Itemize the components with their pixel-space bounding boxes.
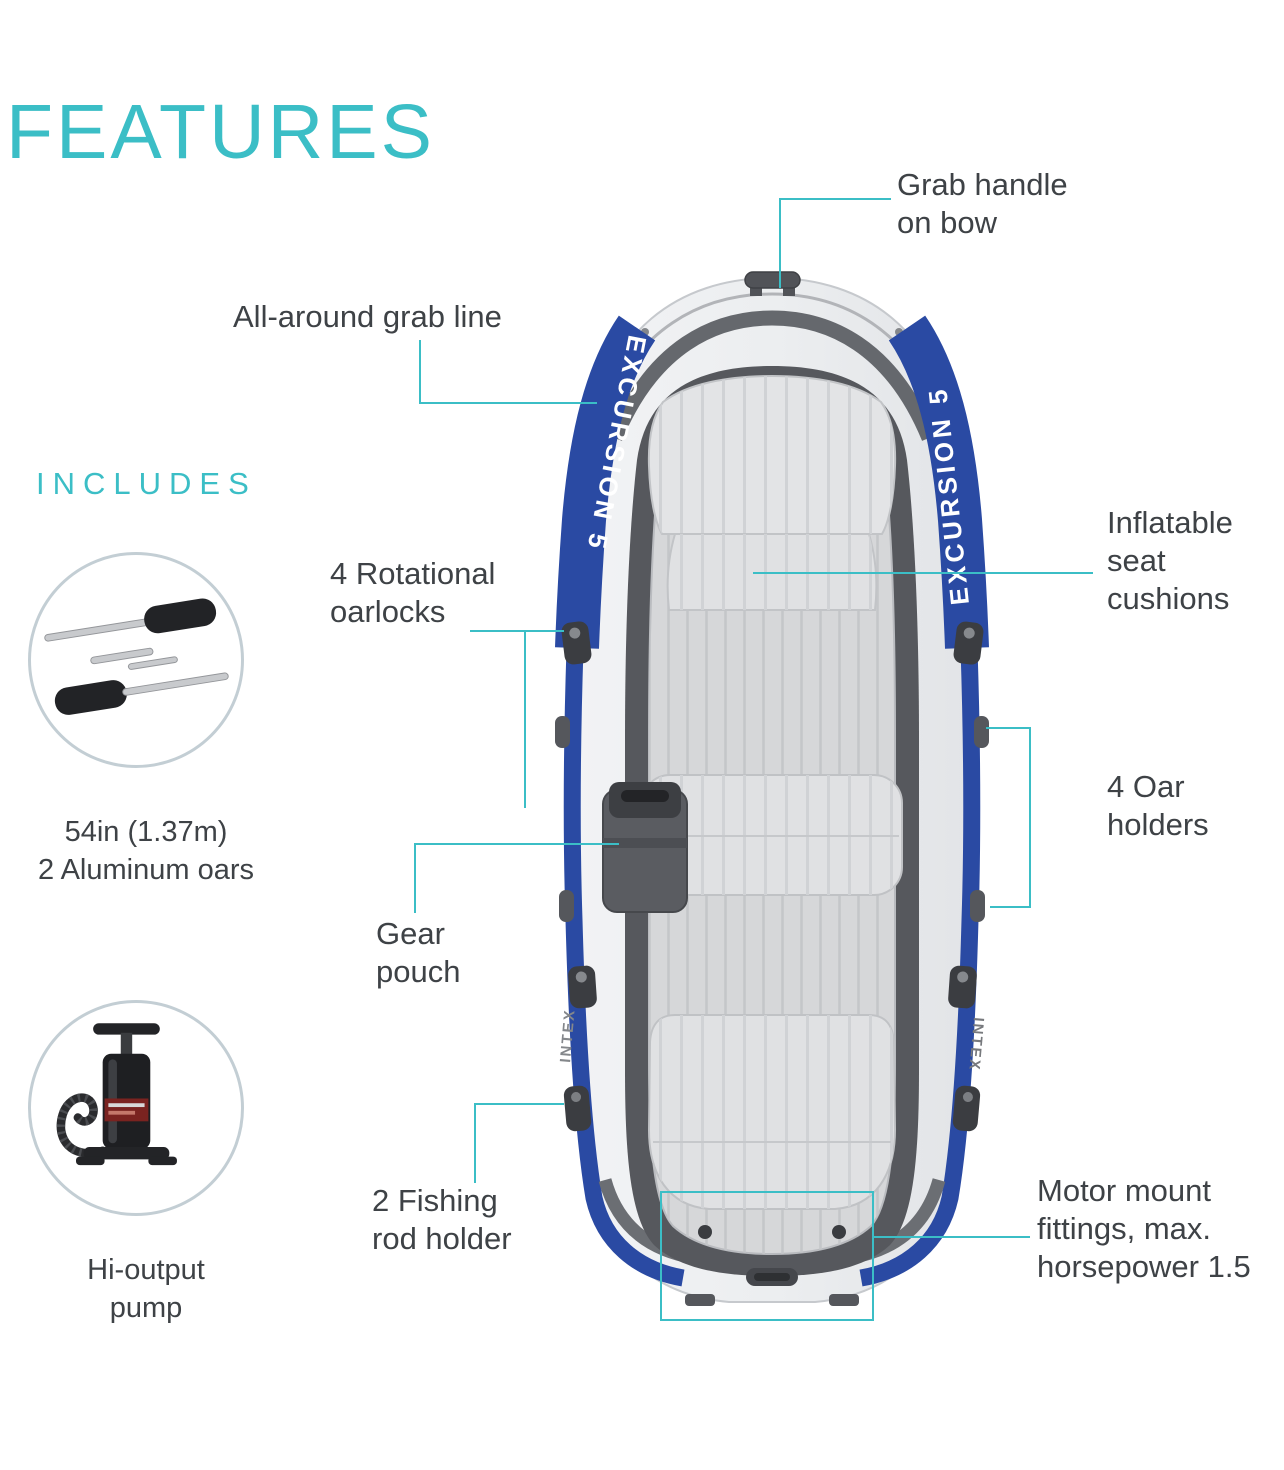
bow-accent-band — [608, 310, 936, 441]
callout-seat-cushions: Inflatable seat cushions — [1107, 505, 1233, 617]
bow-grab-handle — [744, 271, 801, 296]
blue-panel-left — [555, 315, 656, 649]
connector-gear-pouch-h — [414, 843, 619, 845]
stern-fitting-left — [698, 1225, 712, 1239]
connector-gear-pouch-v — [414, 843, 416, 913]
connector-fishing-rod-v — [474, 1103, 476, 1183]
oar-holder-right-1 — [974, 716, 989, 748]
connector-fishing-rod-h — [474, 1103, 564, 1105]
oarlock-front-right — [953, 621, 984, 665]
intex-logo-left: INTEX — [557, 1008, 579, 1063]
gear-pouch — [602, 782, 688, 913]
connector-seat-cushions — [753, 572, 1093, 574]
connector-oarlocks-h — [470, 630, 564, 632]
blue-panel-right — [888, 315, 989, 649]
connector-grab-handle-v — [779, 198, 781, 288]
oars-caption: 54in (1.37m) 2 Aluminum oars — [38, 816, 254, 886]
connector-motor-mount — [872, 1236, 1030, 1238]
oarlock-rear-left — [568, 965, 597, 1009]
stern-seat-cushion-ribs — [649, 1015, 895, 1209]
bow-seat-cushion-ribs — [648, 376, 896, 534]
oar-holder-right-2 — [970, 890, 985, 922]
oar-holder-left-1 — [555, 716, 570, 748]
oars-icon — [44, 598, 229, 715]
callout-grab-line: All-around grab line — [233, 299, 502, 334]
callout-grab-handle: Grab handle on bow — [897, 167, 1068, 241]
fishing-rod-holder-left — [563, 1085, 592, 1132]
oarlock-rear-right — [948, 965, 977, 1009]
callout-gear-pouch: Gear pouch — [376, 916, 461, 990]
pump-icon — [56, 1023, 177, 1166]
stern-fitting-right — [832, 1225, 846, 1239]
connector-grab-line-v — [419, 340, 421, 404]
connector-grab-handle-h — [779, 198, 891, 200]
motor-mount-highlight-box — [660, 1191, 874, 1321]
motor-mount-fitting-left — [685, 1294, 715, 1306]
blue-stripe-left — [563, 647, 685, 1287]
oar-holder-left-2 — [559, 890, 574, 922]
connector-oarlocks-v — [524, 630, 526, 808]
motor-mount-fitting-right — [829, 1294, 859, 1306]
fishing-rod-holder-right — [952, 1085, 981, 1132]
blue-stripe-right — [859, 647, 981, 1287]
pump-caption: Hi-output pump — [87, 1254, 205, 1324]
callout-fishing-rod: 2 Fishing rod holder — [372, 1183, 512, 1257]
callout-oarlocks: 4 Rotational oarlocks — [330, 556, 496, 630]
stern-handle — [746, 1268, 798, 1286]
pump-badge — [28, 1000, 244, 1216]
callout-oar-holders: 4 Oar holders — [1107, 769, 1209, 843]
page-title: FEATURES — [6, 89, 436, 175]
connector-oar-holders-v — [1029, 727, 1031, 908]
intex-logo-right: INTEX — [965, 1017, 987, 1072]
callout-motor-mount: Motor mount fittings, max. horsepower 1.… — [1037, 1173, 1251, 1285]
boat-illustration: EXCURSION 5 EXCURSION 5 — [555, 271, 989, 1306]
connector-oar-holders-top — [986, 727, 1031, 729]
oarlock-front-left — [561, 621, 592, 665]
connector-grab-line-h — [419, 402, 597, 404]
connector-oar-holders-bottom — [990, 906, 1031, 908]
includes-heading: INCLUDES — [36, 466, 257, 501]
oars-badge — [28, 552, 244, 768]
